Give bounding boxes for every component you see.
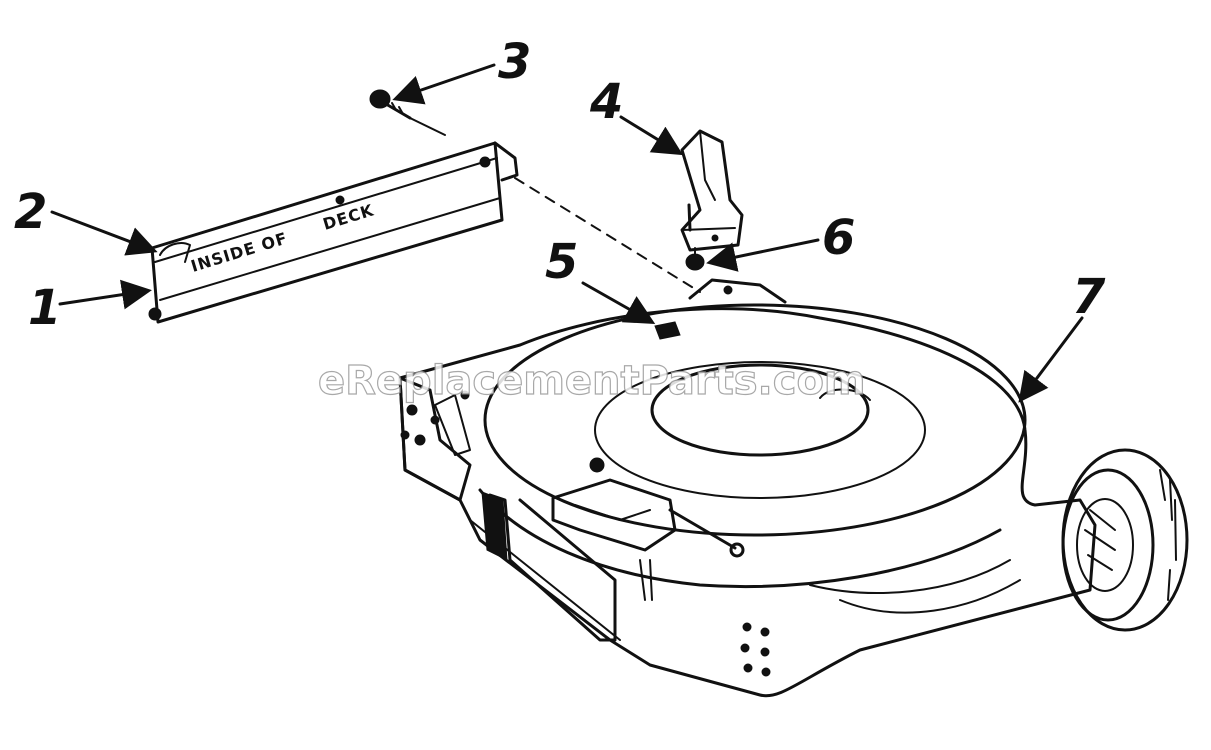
- callout-2: 2: [14, 184, 47, 240]
- leader-arrow-4: [619, 115, 684, 156]
- rear-wheel: [1061, 448, 1189, 632]
- callout-7: 7: [1072, 269, 1106, 325]
- leader-arrow-5: [581, 281, 656, 324]
- baffle-plate: INSIDE OF DECK: [148, 141, 519, 324]
- bolt-part: [369, 89, 412, 120]
- callout-5: 5: [545, 234, 578, 290]
- callout-1: 1: [28, 280, 61, 336]
- plate-hole-right: [479, 156, 491, 168]
- leader-arrow-3: [392, 63, 496, 105]
- leader-arrow-7: [1018, 316, 1084, 403]
- leader-arrow-1: [58, 279, 152, 310]
- callout-4: 4: [589, 74, 623, 130]
- alignment-line: [514, 177, 701, 293]
- bolt-alignment-line: [409, 117, 446, 136]
- nut-part: [685, 247, 705, 271]
- deck-decal: [654, 321, 681, 340]
- leader-arrow-6: [706, 238, 820, 272]
- deck-housing: [398, 278, 1097, 698]
- callout-6: 6: [822, 210, 855, 266]
- plate-hole-mid: [335, 195, 345, 205]
- chute-shadow: [481, 491, 508, 561]
- plate-hole-left: [148, 307, 162, 321]
- bracket-part: [680, 129, 744, 252]
- callout-3: 3: [498, 34, 531, 90]
- watermark: eReplacementParts.com: [318, 358, 866, 404]
- leader-arrow-2: [50, 210, 158, 256]
- plate-text-deck: DECK: [321, 200, 377, 233]
